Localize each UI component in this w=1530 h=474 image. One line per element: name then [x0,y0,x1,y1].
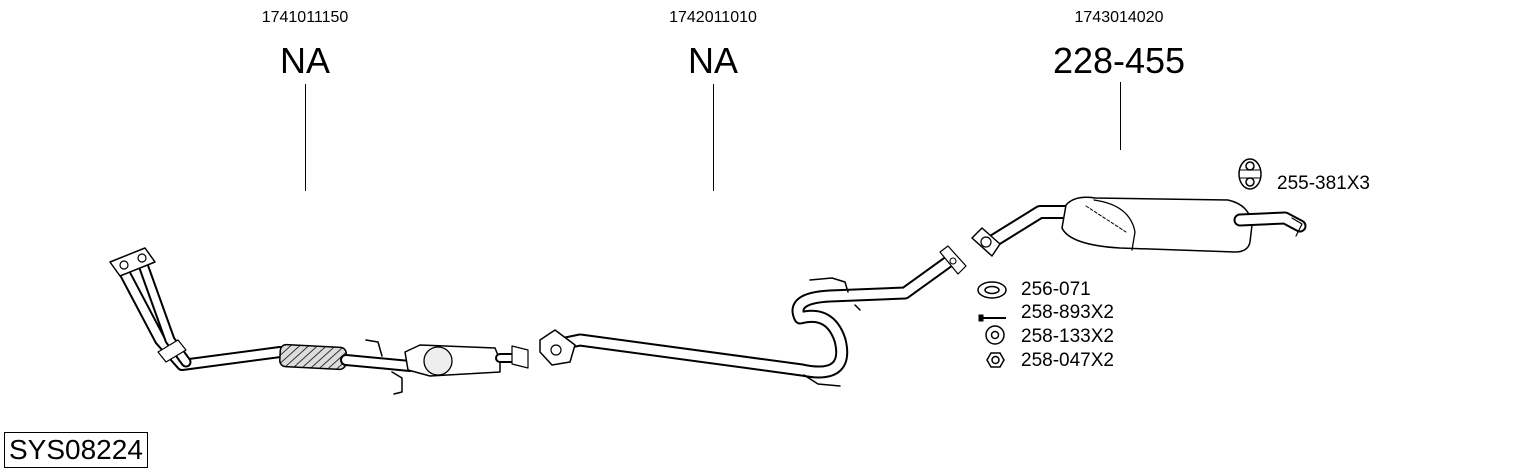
oem-number-middle: 1742011010 [669,9,757,26]
system-code: SYS08224 [4,432,148,468]
oem-number-rear: 1743014020 [1074,9,1164,26]
rear-silencer[interactable] [971,196,1307,257]
accessory-label-bolt[interactable]: 258-893X2 [1021,302,1114,323]
oem-number-front: 1741011150 [261,9,349,26]
accessory-label-hanger[interactable]: 255-381X3 [1277,173,1370,194]
part-label-front[interactable]: NA [279,40,331,81]
bolt-icon [978,314,1006,322]
leader-line-front [305,84,306,191]
hanger-icon [1238,158,1262,190]
middle-pipe[interactable] [539,245,967,387]
leader-line-rear [1120,82,1121,150]
accessory-label-gasket[interactable]: 256-071 [1021,279,1091,300]
flex-section [279,343,347,371]
front-pipe[interactable] [109,247,529,395]
part-label-middle[interactable]: NA [687,40,739,81]
leader-line-middle [713,84,714,191]
ring-gasket-icon [977,281,1007,299]
nut-icon [986,352,1005,368]
washer-icon [985,325,1005,345]
accessory-label-nut[interactable]: 258-047X2 [1021,350,1114,371]
part-label-rear[interactable]: 228-455 [1052,40,1186,81]
accessory-label-washer[interactable]: 258-133X2 [1021,326,1114,347]
